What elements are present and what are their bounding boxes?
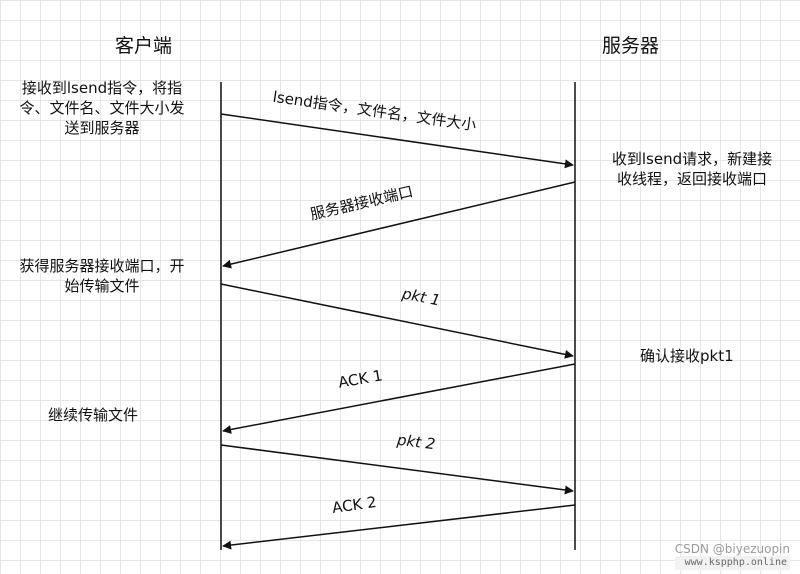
client-note-1-line-1: 接收到lsend指令，将指 <box>21 79 183 97</box>
client-note-1-line-3: 送到服务器 <box>64 119 140 137</box>
server-title: 服务器 <box>602 35 660 57</box>
client-note-2-line-2: 始传输文件 <box>64 277 140 295</box>
arrow-ack2 <box>222 504 576 550</box>
client-note-1: 接收到lsend指令，将指 令、文件名、文件大小发 送到服务器 <box>4 78 200 138</box>
watermark-line-2: www.kspphp.online <box>674 556 790 570</box>
arrow-pkt2 <box>220 444 574 495</box>
client-note-2-line-1: 获得服务器接收端口，开 <box>19 257 185 275</box>
arrow-lsend <box>220 113 574 169</box>
arrow-ack1 <box>222 363 576 434</box>
watermark-line-1: CSDN @biyezuopin <box>674 542 790 556</box>
client-note-1-line-2: 令、文件名、文件大小发 <box>19 99 185 117</box>
server-note-1: 收到lsend请求，新建接 收线程，返回接收端口 <box>592 149 792 189</box>
server-note-1-line-1: 收到lsend请求，新建接 <box>611 150 773 168</box>
arrow-pkt1 <box>220 283 574 359</box>
server-note-2: 确认接收pkt1 <box>640 347 734 365</box>
client-note-3: 继续传输文件 <box>48 406 139 424</box>
client-title: 客户端 <box>115 35 173 57</box>
server-note-1-line-2: 收线程，返回接收端口 <box>616 170 767 188</box>
watermark: CSDN @biyezuopin www.kspphp.online <box>674 542 790 570</box>
arrow-port <box>222 181 576 269</box>
client-note-2: 获得服务器接收端口，开 始传输文件 <box>2 256 202 296</box>
